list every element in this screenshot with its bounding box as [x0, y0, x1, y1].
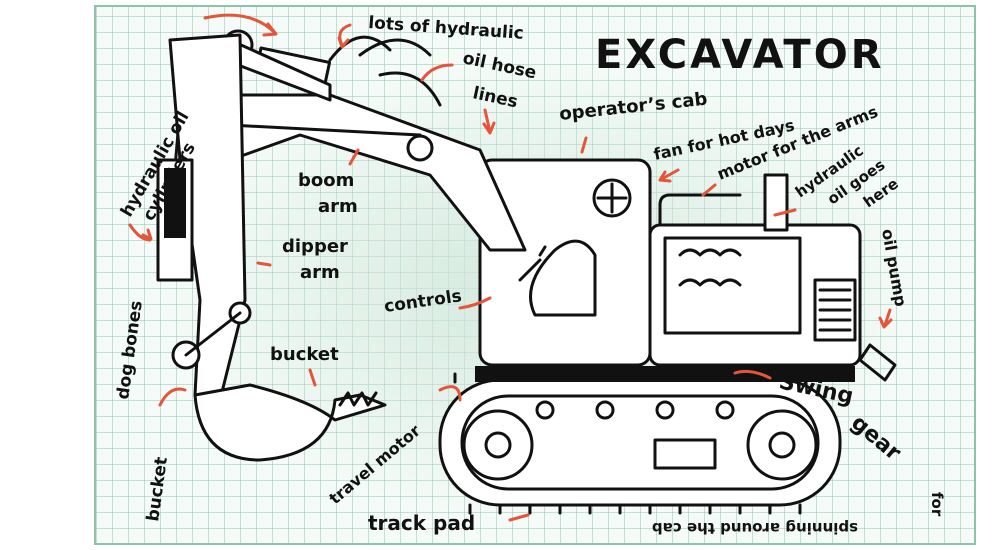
controls-levers	[518, 245, 547, 282]
label-spinning-around-the-cab: spinning around the cab	[652, 519, 858, 537]
label-bucket: bucket	[270, 344, 339, 365]
label-dipper: dipper	[282, 236, 348, 257]
label-track-pad: track pad	[368, 511, 475, 535]
bucket	[193, 383, 387, 462]
engine-housing	[648, 223, 862, 367]
hydraulic-hose-lines	[328, 35, 442, 107]
travel-motor-wheel	[462, 409, 534, 481]
label-boom-arm: arm	[318, 196, 358, 217]
operator-seat	[529, 239, 597, 317]
callout-arrows	[128, 13, 893, 522]
dipper-arm	[156, 33, 252, 402]
track-assembly	[438, 366, 855, 515]
upper-body	[478, 158, 897, 382]
label-dipper-arm: arm	[300, 262, 340, 283]
diagram-title: EXCAVATOR	[595, 32, 885, 78]
idler-wheel	[746, 409, 818, 481]
hydraulic-oil-tank	[763, 173, 789, 232]
swing-gear	[475, 366, 855, 382]
label-for: for	[928, 492, 946, 517]
label-boom: boom	[298, 170, 354, 191]
